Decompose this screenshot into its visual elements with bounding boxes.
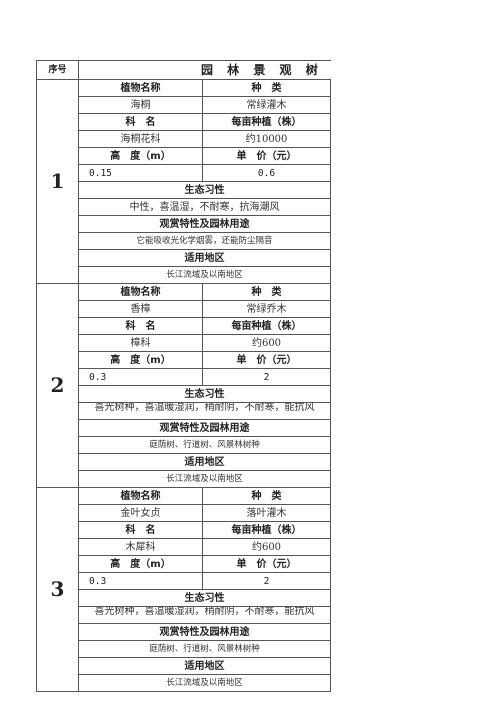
entry-3-height-label-row: 高 度（m） 单 价（元）	[37, 555, 332, 573]
entry-2-height-label[interactable]: 高 度（m）	[78, 351, 203, 369]
entry-2-family-label-row: 科 名 每亩种植（株）	[37, 317, 332, 335]
entry-3-density-label[interactable]: 每亩种植（株）	[201, 521, 332, 539]
entry-1-height-label[interactable]: 高 度（m）	[78, 147, 203, 165]
entry-1-type[interactable]: 常绿灌木	[201, 96, 332, 114]
entry-1-family-label[interactable]: 科 名	[78, 113, 203, 131]
entry-2-use-row: 庭荫树、行道树、风景林树种	[37, 436, 332, 454]
entry-3-seq[interactable]: 3	[36, 487, 79, 692]
entry-3-type[interactable]: 落叶灌木	[201, 504, 332, 522]
entry-3-price-label[interactable]: 单 价（元）	[201, 555, 332, 573]
entry-3-habit[interactable]: 喜光树种，喜温暖湿润，稍耐阴，不耐寒，能抗风	[77, 606, 332, 624]
entry-3-density[interactable]: 约600	[201, 538, 332, 556]
entry-2-name[interactable]: 香樟	[78, 300, 203, 318]
entry-1-height-label-row: 高 度（m） 单 价（元）	[37, 147, 332, 165]
entry-2-name-row: 香樟 常绿乔木	[37, 300, 332, 318]
tree-species-table: 序号 园 林 景 观 树 种 1 植物名称 种 类 海桐 常绿灌木 科 名 每亩…	[36, 60, 332, 692]
entry-2-region-label-row: 适用地区	[37, 453, 332, 471]
entry-1-name-row: 海桐 常绿灌木	[37, 96, 332, 114]
entry-2-height-row: 0.3 2	[37, 368, 332, 386]
entry-2-family-row: 樟科 约600	[37, 334, 332, 352]
entry-1-family[interactable]: 海桐花科	[78, 130, 203, 148]
entry-2-density[interactable]: 约600	[201, 334, 332, 352]
entry-2-habit-row: 喜光树种，喜温暖湿润，稍耐阴，不耐寒，能抗风	[37, 402, 332, 420]
entry-3-family-label-row: 科 名 每亩种植（株）	[37, 521, 332, 539]
entry-1-use[interactable]: 它能吸收光化学烟雾，还能防尘隔音	[77, 232, 332, 250]
entry-2-density-label[interactable]: 每亩种植（株）	[201, 317, 332, 335]
header-row: 序号 园 林 景 观 树 种	[36, 60, 331, 80]
entry-2-height[interactable]: 0.3	[78, 368, 203, 386]
spreadsheet: 序号 园 林 景 观 树 种 1 植物名称 种 类 海桐 常绿灌木 科 名 每亩…	[36, 60, 332, 692]
entry-1-region-row: 长江流域及以南地区	[37, 266, 332, 284]
entry-3-name-row: 金叶女贞 落叶灌木	[37, 504, 332, 522]
entry-3-type-label[interactable]: 种 类	[201, 487, 332, 505]
entry-1-price[interactable]: 0.6	[201, 164, 332, 182]
sheet-title[interactable]: 园 林 景 观 树 种	[77, 60, 331, 80]
entry-3-use-label-row: 观赏特性及园林用途	[37, 623, 332, 641]
entry-3-habit-label-row: 生态习性	[37, 589, 332, 607]
entry-1-use-label-row: 观赏特性及园林用途	[37, 215, 332, 233]
entry-2-type[interactable]: 常绿乔木	[201, 300, 332, 318]
entry-1-habit-row: 中性，喜温湿，不耐寒，抗海潮风	[37, 198, 332, 216]
entry-3-family[interactable]: 木犀科	[78, 538, 203, 556]
entry-2-price[interactable]: 2	[201, 368, 332, 386]
entry-1-name[interactable]: 海桐	[78, 96, 203, 114]
entry-3-region-row: 长江流域及以南地区	[37, 674, 332, 692]
entry-1-family-row: 海桐花科 约10000	[37, 130, 332, 148]
entry-3-name-label-row: 3 植物名称 种 类	[36, 487, 332, 692]
entry-1-height[interactable]: 0.15	[78, 164, 203, 182]
entry-1-use-label[interactable]: 观赏特性及园林用途	[77, 215, 332, 233]
seq-header[interactable]: 序号	[36, 60, 79, 80]
entry-3-region[interactable]: 长江流域及以南地区	[77, 674, 332, 692]
entry-1-habit-label[interactable]: 生态习性	[77, 181, 332, 199]
entry-2-use[interactable]: 庭荫树、行道树、风景林树种	[77, 436, 332, 454]
entry-1-type-label[interactable]: 种 类	[201, 79, 332, 97]
entry-3-habit-row: 喜光树种，喜温暖湿润，稍耐阴，不耐寒，能抗风	[37, 606, 332, 624]
entry-2-name-label[interactable]: 植物名称	[78, 283, 203, 301]
entry-2-habit[interactable]: 喜光树种，喜温暖湿润，稍耐阴，不耐寒，能抗风	[77, 402, 332, 420]
entry-1-use-row: 它能吸收光化学烟雾，还能防尘隔音	[37, 232, 332, 250]
entry-1-price-label[interactable]: 单 价（元）	[201, 147, 332, 165]
entry-2-region-label[interactable]: 适用地区	[77, 453, 332, 471]
entry-1-region[interactable]: 长江流域及以南地区	[77, 266, 332, 284]
entry-1-density-label[interactable]: 每亩种植（株）	[201, 113, 332, 131]
entry-2-type-label[interactable]: 种 类	[201, 283, 332, 301]
entry-1-region-label[interactable]: 适用地区	[77, 249, 332, 267]
entry-2-seq[interactable]: 2	[36, 283, 79, 488]
entry-2-habit-label-row: 生态习性	[37, 385, 332, 403]
entry-2-name-label-row: 2 植物名称 种 类	[36, 283, 332, 488]
entry-3-price[interactable]: 2	[201, 572, 332, 590]
entry-1-height-row: 0.15 0.6	[37, 164, 332, 182]
entry-2-height-label-row: 高 度（m） 单 价（元）	[37, 351, 332, 369]
entry-3-height-label[interactable]: 高 度（m）	[78, 555, 203, 573]
entry-1-habit-label-row: 生态习性	[37, 181, 332, 199]
entry-2-region[interactable]: 长江流域及以南地区	[77, 470, 332, 488]
entry-2-habit-label[interactable]: 生态习性	[77, 385, 332, 403]
entry-1-region-label-row: 适用地区	[37, 249, 332, 267]
entry-3-family-row: 木犀科 约600	[37, 538, 332, 556]
entry-3-region-label-row: 适用地区	[37, 657, 332, 675]
entry-3-region-label[interactable]: 适用地区	[77, 657, 332, 675]
entry-2-price-label[interactable]: 单 价（元）	[201, 351, 332, 369]
entry-3-name-label[interactable]: 植物名称	[78, 487, 203, 505]
entry-2-family[interactable]: 樟科	[78, 334, 203, 352]
entry-3-name[interactable]: 金叶女贞	[78, 504, 203, 522]
entry-3-height-row: 0.3 2	[37, 572, 332, 590]
entry-3-habit-label[interactable]: 生态习性	[77, 589, 332, 607]
entry-2-family-label[interactable]: 科 名	[78, 317, 203, 335]
entry-1-name-label-row: 1 植物名称 种 类	[36, 79, 332, 284]
entry-2-region-row: 长江流域及以南地区	[37, 470, 332, 488]
entry-3-family-label[interactable]: 科 名	[78, 521, 203, 539]
entry-1-family-label-row: 科 名 每亩种植（株）	[37, 113, 332, 131]
entry-1-density[interactable]: 约10000	[201, 130, 332, 148]
entry-3-use-label[interactable]: 观赏特性及园林用途	[77, 623, 332, 641]
entry-2-use-label-row: 观赏特性及园林用途	[37, 419, 332, 437]
entry-1-name-label[interactable]: 植物名称	[78, 79, 203, 97]
entry-2-use-label[interactable]: 观赏特性及园林用途	[77, 419, 332, 437]
entry-1-seq[interactable]: 1	[36, 79, 79, 284]
entry-3-height[interactable]: 0.3	[78, 572, 203, 590]
entry-3-use[interactable]: 庭荫树、行道树、风景林树种	[77, 640, 332, 658]
entry-1-habit[interactable]: 中性，喜温湿，不耐寒，抗海潮风	[77, 198, 332, 216]
entry-3-use-row: 庭荫树、行道树、风景林树种	[37, 640, 332, 658]
